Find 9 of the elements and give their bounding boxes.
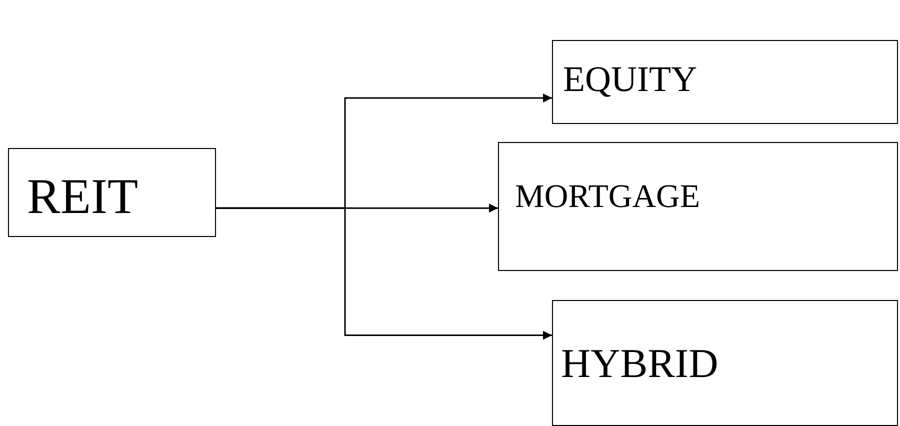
box-label: EQUITY [563,61,697,97]
category-box [552,300,898,426]
category-box [552,40,898,124]
box-label: REIT [27,171,138,221]
category-box [498,142,898,271]
box-label: MORTGAGE [515,181,700,214]
box-label: HYBRID [561,343,718,384]
connector-arrow [216,207,552,340]
category-box [8,148,216,237]
